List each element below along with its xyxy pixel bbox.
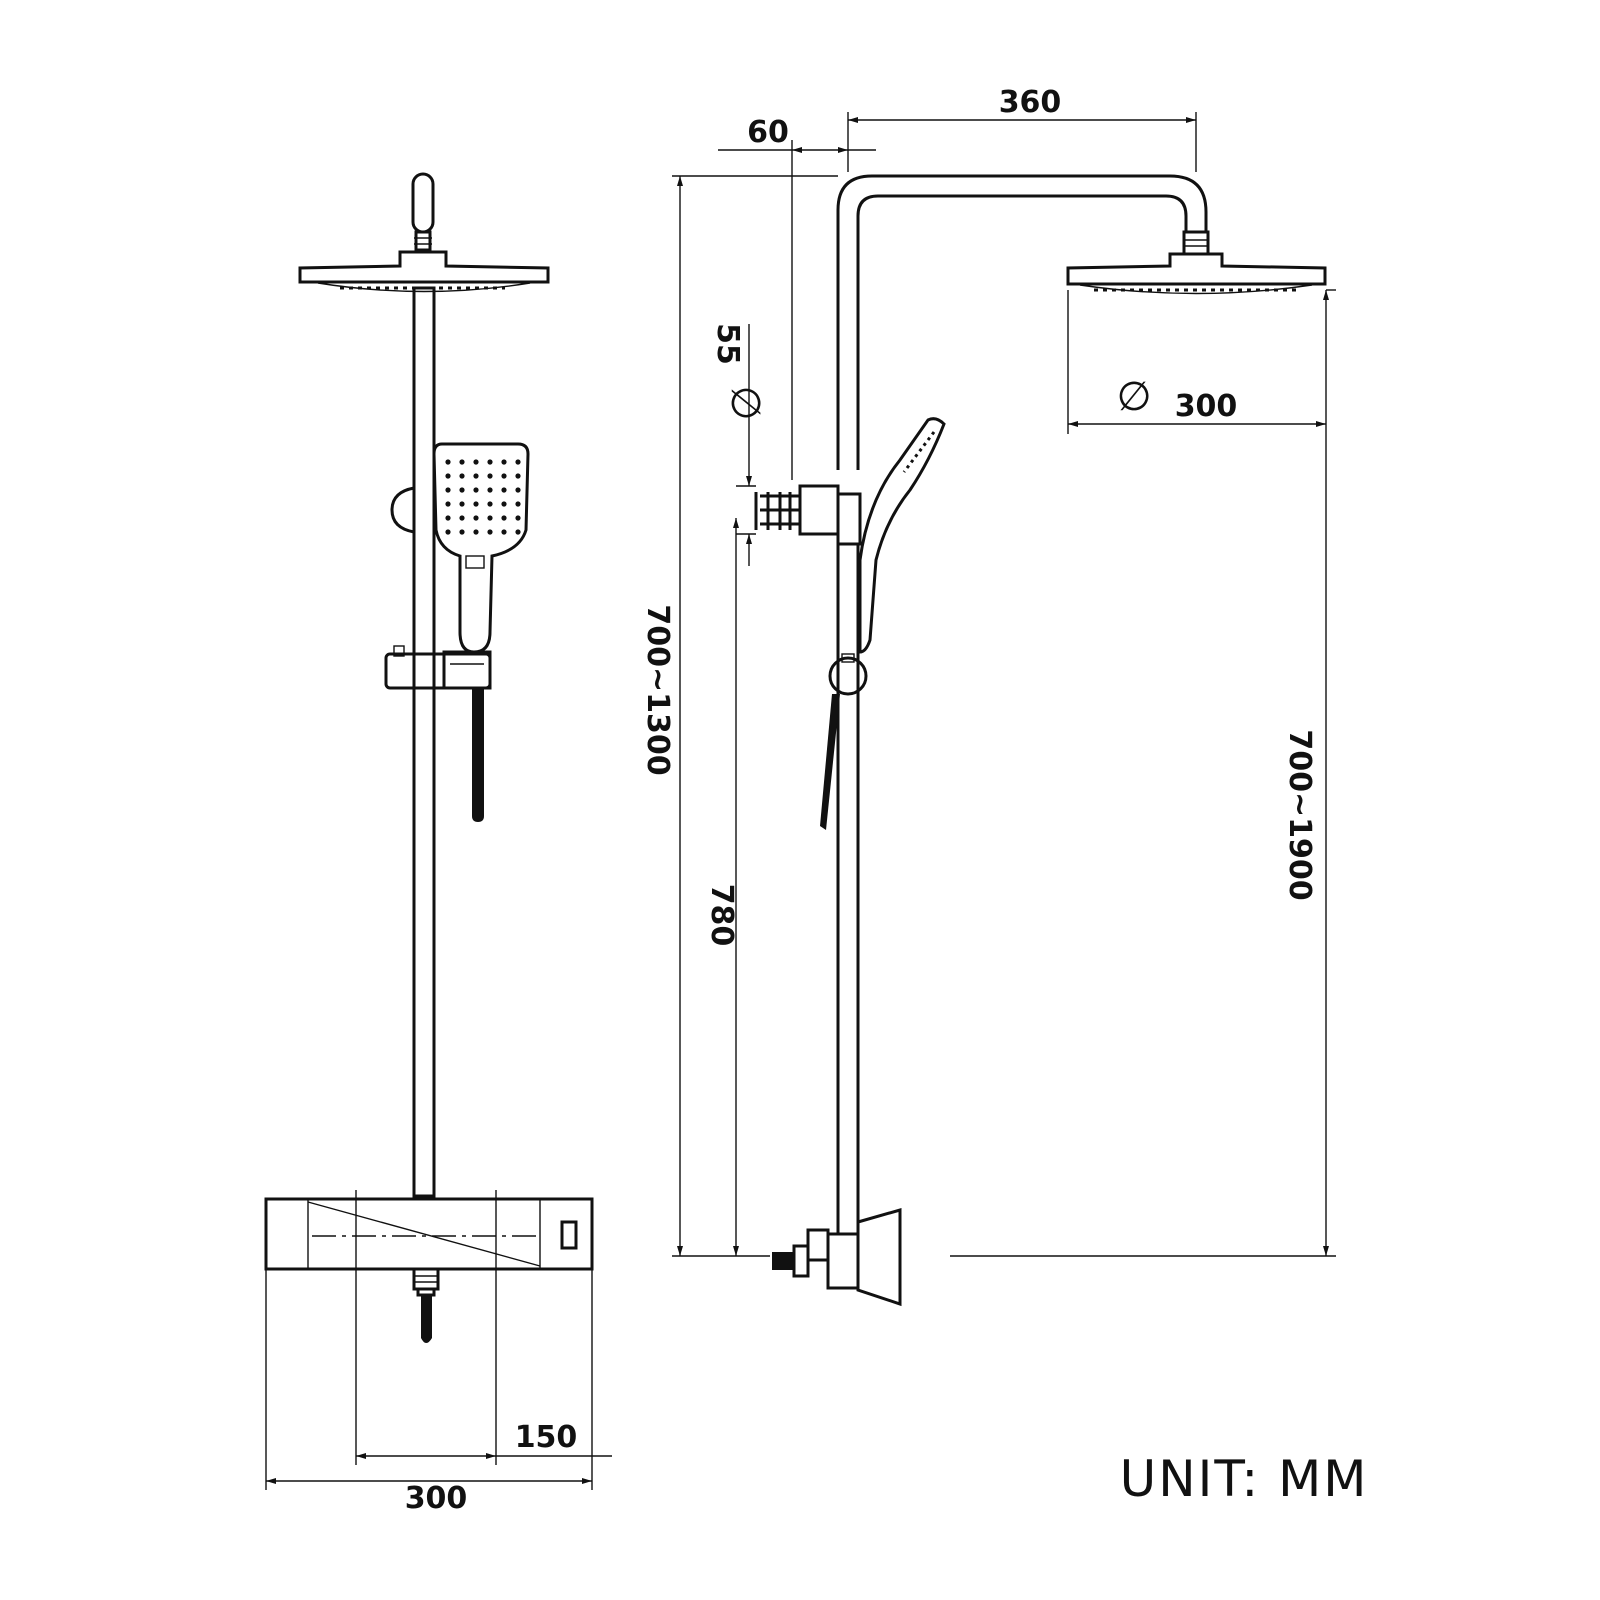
side-hand-shower (858, 417, 946, 654)
dim-label-700-1300: 700~1300 (640, 604, 675, 775)
nozzle-dot (473, 487, 479, 493)
nozzle-dot (459, 473, 465, 479)
side-hose (820, 694, 840, 830)
side-shower-arm (836, 174, 1208, 470)
nozzle-dot (487, 501, 493, 507)
nozzle-dot (445, 501, 451, 507)
nozzle-dot (459, 487, 465, 493)
front-slide-holder (384, 645, 492, 690)
nozzle-dot (487, 529, 493, 535)
nozzle-dot (515, 529, 521, 535)
front-holder-knob (390, 486, 415, 534)
nozzle-dot (501, 501, 507, 507)
dim-label-150: 150 (515, 1420, 578, 1455)
nozzle-dot (459, 459, 465, 465)
side-mixer (772, 1208, 902, 1307)
nozzle-dot (501, 515, 507, 521)
nozzle-dot (487, 459, 493, 465)
diameter-symbol-300: ∅ (1117, 374, 1152, 420)
nozzle-dot (445, 515, 451, 521)
nozzle-dot (445, 487, 451, 493)
side-overhead-shower-head (1066, 252, 1327, 295)
nozzle-dot (515, 515, 521, 521)
dim-label-360: 360 (999, 85, 1062, 120)
unit-label: UNIT: MM (1120, 1450, 1369, 1508)
nozzle-dot (501, 529, 507, 535)
nozzle-dot (501, 487, 507, 493)
nozzle-dot (445, 459, 451, 465)
front-view: 150 300 (264, 172, 612, 1516)
nozzle-dot (501, 473, 507, 479)
dim-label-head-300: 300 (1175, 389, 1238, 424)
nozzle-dot (487, 473, 493, 479)
side-view: 360 60 55 ∅ 700~1300 780 700~1900 ∅ 300 (640, 85, 1336, 1307)
nozzle-dot (487, 515, 493, 521)
nozzle-dot (445, 473, 451, 479)
nozzle-dot (515, 473, 521, 479)
nozzle-dot (473, 459, 479, 465)
nozzle-dot (501, 459, 507, 465)
nozzle-dot (459, 501, 465, 507)
nozzle-dot (515, 487, 521, 493)
nozzle-dot (473, 529, 479, 535)
side-head-connector (1182, 230, 1210, 256)
dim-label-700-1900: 700~1900 (1282, 729, 1317, 900)
nozzle-dot (459, 515, 465, 521)
dim-label-780: 780 (704, 884, 739, 947)
nozzle-dot (487, 487, 493, 493)
front-hand-shower-nozzles (445, 459, 521, 535)
front-hand-shower (432, 442, 530, 654)
front-hose (472, 688, 484, 822)
nozzle-dot (473, 501, 479, 507)
nozzle-dot (515, 459, 521, 465)
front-bottom-outlet (412, 1267, 440, 1343)
dim-label-55: 55 (710, 323, 745, 365)
front-mixer-bar (264, 1197, 594, 1271)
nozzle-dot (445, 529, 451, 535)
side-dimension-lines (672, 112, 1336, 1257)
diameter-symbol-55: ∅ (722, 386, 768, 421)
dim-label-front-300: 300 (405, 1481, 468, 1516)
nozzle-dot (515, 501, 521, 507)
nozzle-dot (459, 529, 465, 535)
side-slide-knob (828, 653, 868, 696)
front-riser-pipe (412, 286, 436, 1198)
nozzle-dot (473, 473, 479, 479)
dim-label-60: 60 (747, 115, 789, 150)
front-dimension-lines (265, 1190, 612, 1490)
side-wall-bracket (754, 484, 862, 546)
front-arm-stub (411, 172, 435, 252)
side-riser-pipe (836, 542, 860, 1236)
front-overhead-shower-head (298, 250, 550, 293)
nozzle-dot (473, 515, 479, 521)
